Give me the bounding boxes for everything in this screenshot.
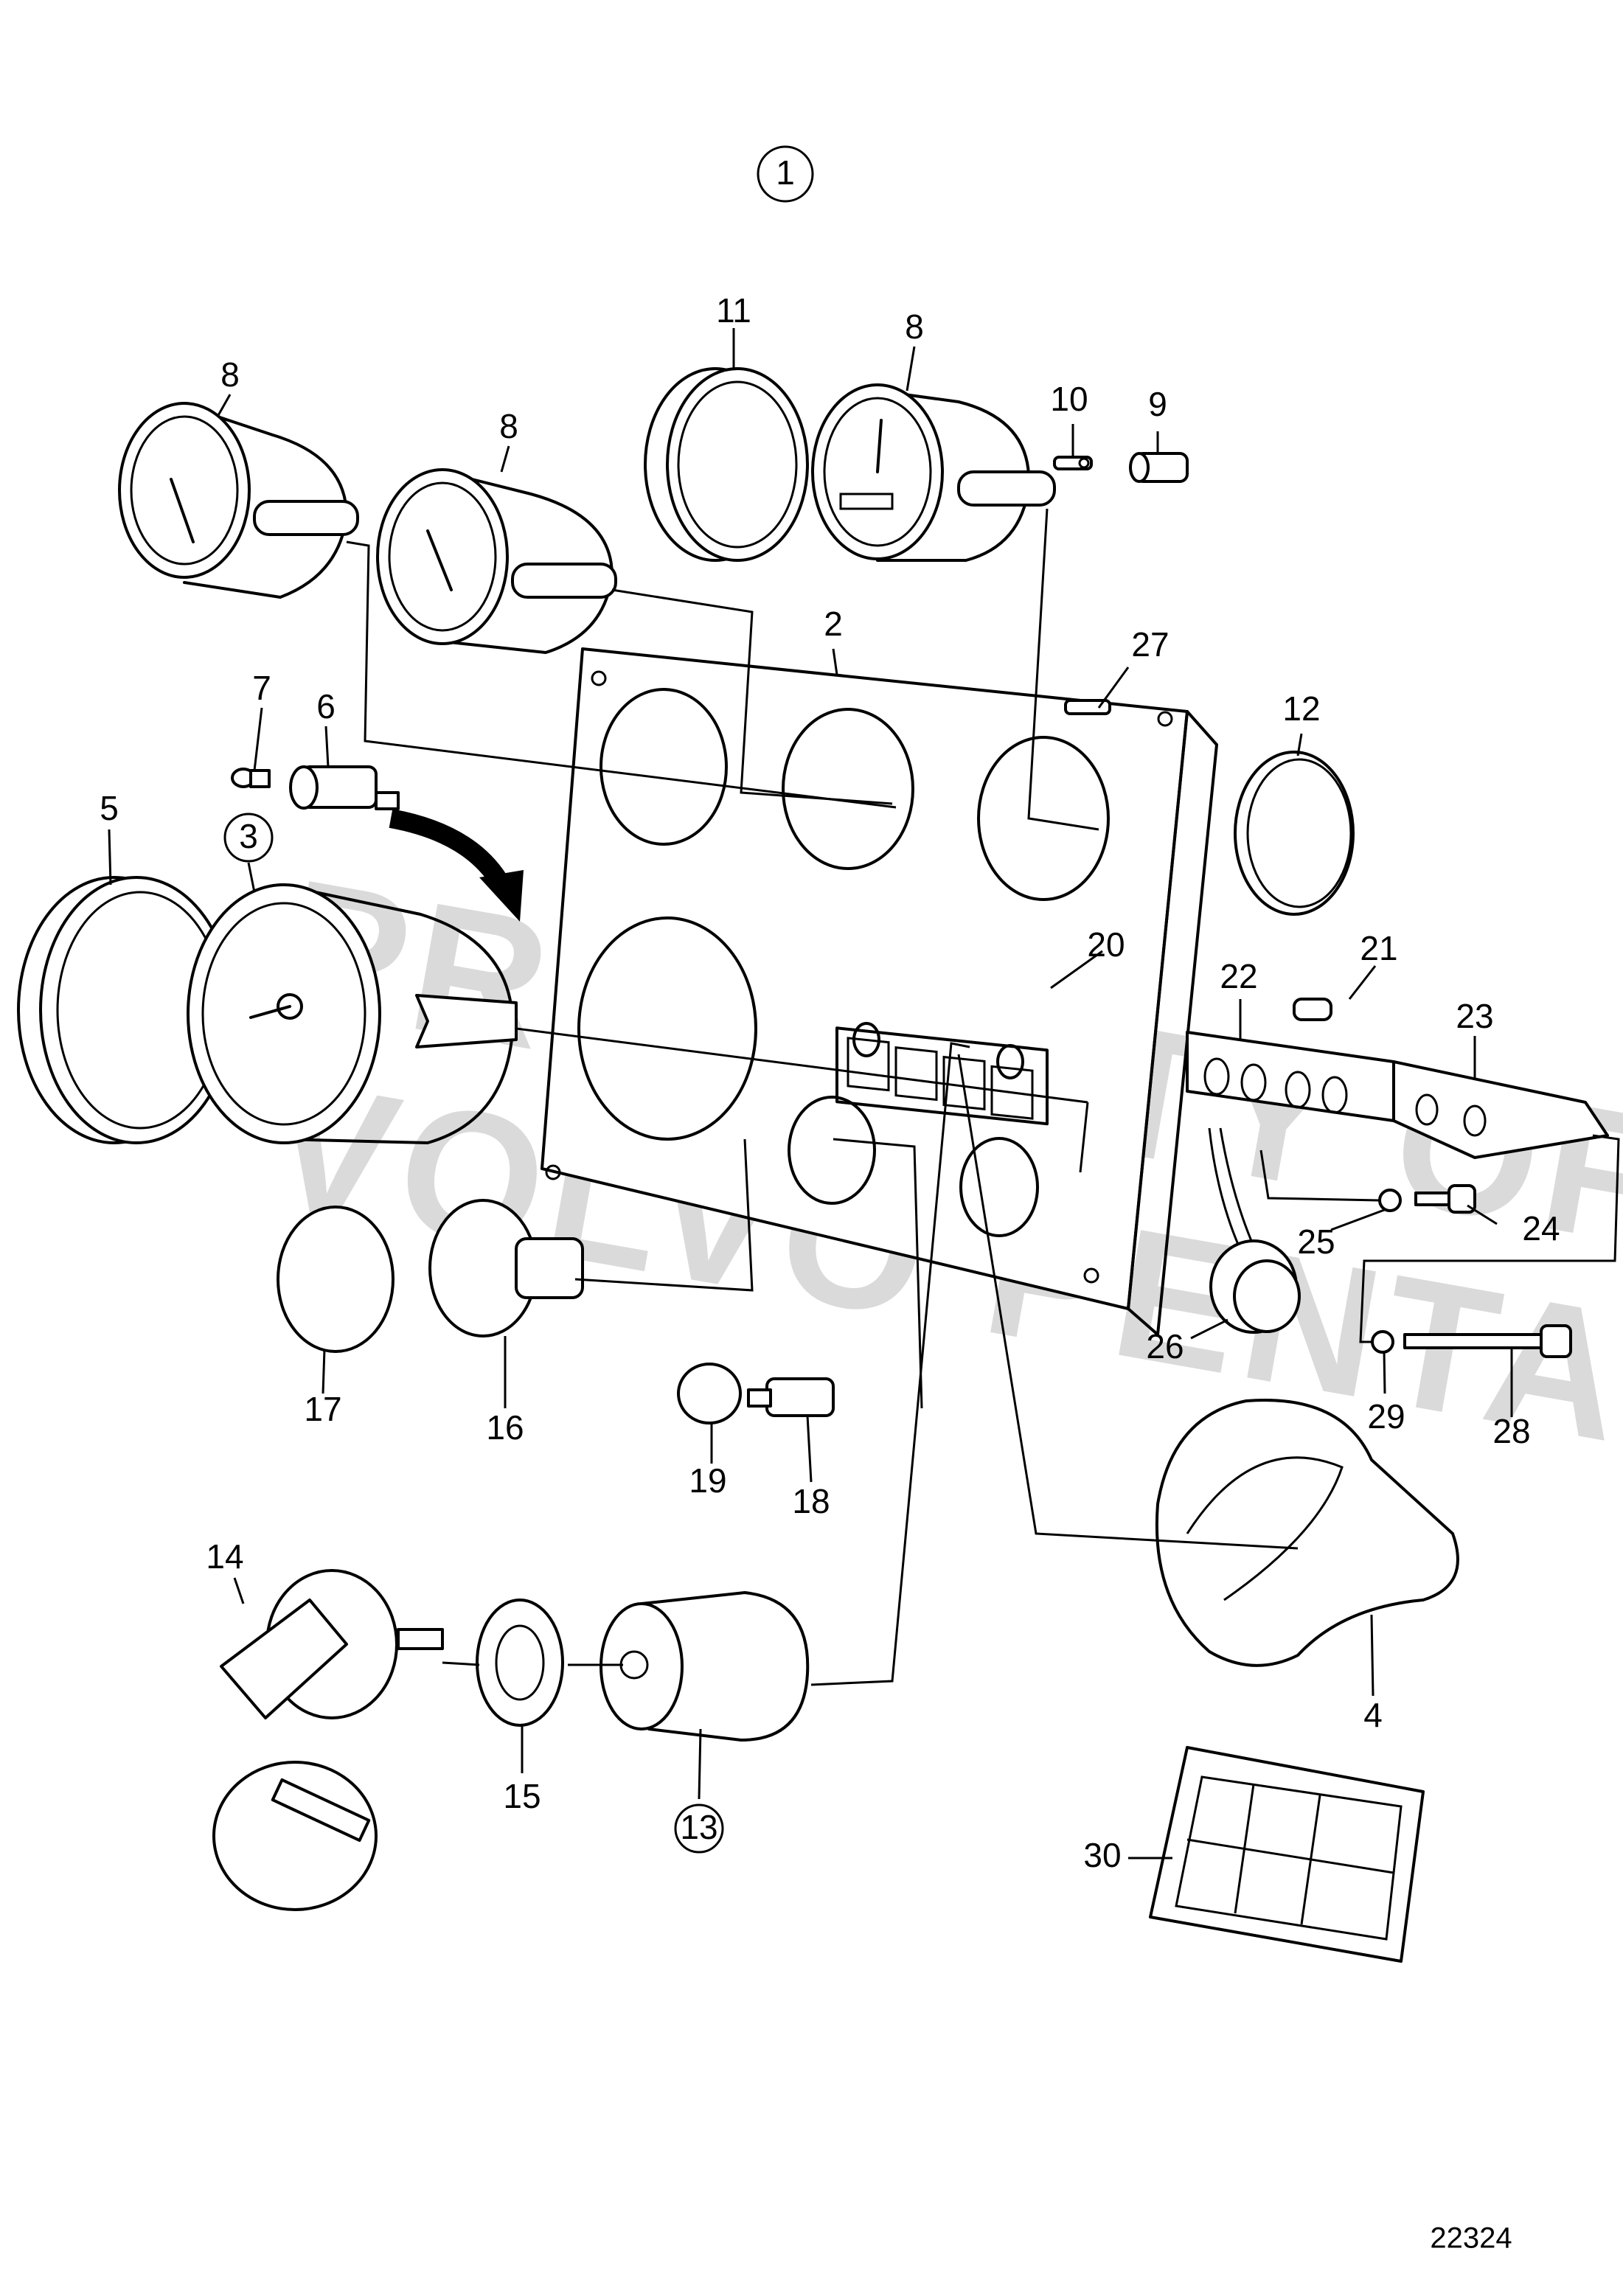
connector-26 (1208, 1127, 1301, 1334)
callout-4: 4 (1363, 1696, 1383, 1734)
callout-5: 5 (100, 789, 119, 827)
cap-12 (1234, 751, 1355, 916)
callout-28: 28 (1492, 1412, 1530, 1450)
callout-27: 27 (1131, 625, 1169, 664)
callout-11: 11 (716, 291, 751, 330)
circled-callout-3 (223, 813, 274, 863)
assembly-lines (346, 508, 1620, 1686)
ignition-key-icon (271, 1778, 371, 1843)
decal-30 (1149, 1746, 1425, 1963)
lamp-strip-22 (1186, 1031, 1395, 1122)
drawing-number: 22324 (1430, 2222, 1512, 2255)
instrument-panel (541, 647, 1218, 1336)
callout-8-right: 8 (905, 307, 924, 346)
lamp-icon (1293, 998, 1332, 1021)
gauge-8-right (811, 383, 1056, 562)
insertion-arrow (389, 809, 524, 922)
ignition-switch-13 (568, 1591, 810, 1742)
callout-8-left: 8 (220, 355, 240, 394)
callout-12: 12 (1282, 689, 1320, 728)
ring-11 (644, 367, 809, 562)
callout-10: 10 (1050, 380, 1088, 418)
callout-6: 6 (316, 687, 336, 726)
callout-23: 23 (1456, 997, 1493, 1035)
control-knob-4 (1155, 1399, 1459, 1667)
callout-25: 25 (1297, 1222, 1335, 1261)
buzzer-16 (428, 1199, 584, 1337)
bulb-21 (1293, 998, 1332, 1021)
tachometer-icon (277, 993, 303, 1020)
washer-25 (1378, 1189, 1402, 1212)
gauge-8-left (118, 402, 359, 599)
lamp-strip-23 (1392, 1060, 1609, 1159)
gauge-icon (170, 478, 195, 543)
bulb-holder-6 (289, 765, 400, 810)
callout-8-middle: 8 (499, 407, 518, 445)
callout-17: 17 (304, 1390, 341, 1428)
callout-3: 3 (239, 817, 258, 855)
switch-18 (747, 1377, 835, 1417)
tachometer-3 (187, 883, 518, 1144)
callout-26: 26 (1146, 1327, 1184, 1366)
cover-17 (277, 1206, 395, 1353)
bulb-7 (231, 768, 271, 788)
assembly-reference: 1 (757, 145, 814, 203)
callout-labels: 2 3 4 5 6 7 8 8 8 9 10 11 12 13 14 15 16… (100, 291, 1560, 1874)
callout-24: 24 (1522, 1209, 1560, 1248)
bulb-holder-10 (1053, 456, 1093, 470)
gauge-icon (426, 529, 453, 591)
callout-9: 9 (1148, 385, 1167, 423)
callout-15: 15 (503, 1777, 541, 1815)
callout-22: 22 (1220, 957, 1257, 995)
knob-19 (677, 1363, 742, 1424)
callout-13: 13 (680, 1808, 717, 1846)
nut-15 (476, 1598, 564, 1727)
callout-29: 29 (1367, 1397, 1405, 1436)
screw-27 (1064, 699, 1111, 715)
washer-29 (1371, 1330, 1394, 1354)
callout-16: 16 (486, 1408, 524, 1447)
connector-9 (1129, 452, 1189, 483)
ignition-cover-14 (212, 1569, 444, 1911)
callout-30: 30 (1083, 1836, 1121, 1874)
bolt-28 (1403, 1324, 1572, 1358)
callout-7: 7 (252, 669, 271, 707)
gauge-icon (876, 419, 883, 473)
ignition-key-icon (397, 1628, 444, 1650)
screw-icon (1064, 699, 1111, 715)
gauge-8-middle (376, 468, 617, 654)
ring-5 (17, 876, 234, 1144)
callout-21: 21 (1360, 929, 1397, 967)
callout-20: 20 (1087, 925, 1125, 964)
callout-19: 19 (689, 1461, 726, 1500)
callout-2: 2 (824, 605, 843, 643)
callout-leaders (108, 328, 1513, 1860)
circled-callout-13 (674, 1803, 724, 1854)
assembly-ref-label: 1 (776, 153, 795, 192)
callout-18: 18 (792, 1482, 830, 1520)
callout-14: 14 (206, 1537, 243, 1576)
